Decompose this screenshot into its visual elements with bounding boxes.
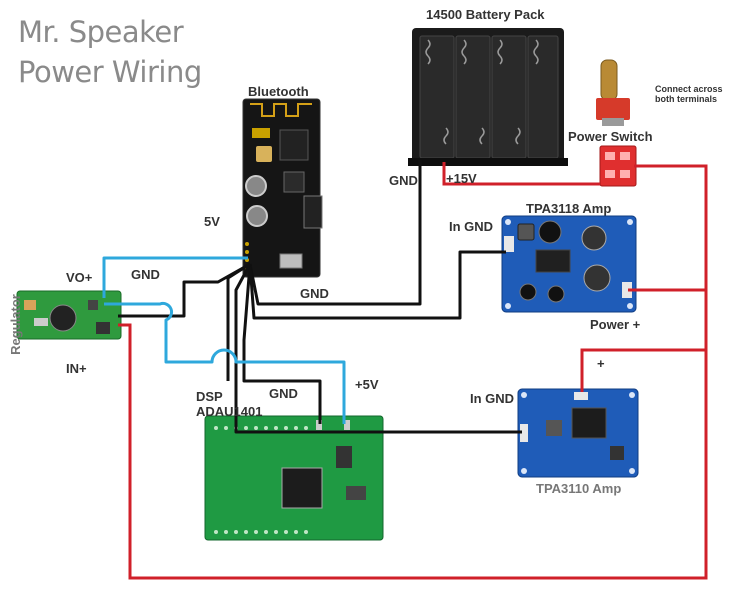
battery-pack-label: 14500 Battery Pack [426, 7, 545, 22]
regulator-label: Regulator [7, 294, 23, 355]
diagram-title-line2: Power Wiring [18, 55, 202, 89]
dsp-label-line2: ADAU1401 [196, 404, 263, 419]
regulator-in-plus-label: IN+ [66, 361, 87, 376]
bluetooth-gnd-label: GND [300, 286, 329, 301]
tpa3110-label: TPA3110 Amp [536, 481, 622, 496]
tpa3118-power-plus-label: Power + [590, 317, 641, 332]
tpa3110-board [517, 388, 639, 478]
dsp-5v-label: +5V [355, 377, 379, 392]
tpa3110-in-gnd-label: In GND [470, 391, 515, 406]
bluetooth-module [242, 98, 323, 278]
positive-wires [118, 162, 708, 580]
tpa3118-in-gnd-label: In GND [449, 219, 494, 234]
regulator-vo-plus-label: VO+ [66, 270, 93, 285]
dsp-label-line1: DSP [196, 389, 223, 404]
bluetooth-label: Bluetooth [248, 84, 309, 99]
switch-note: Connect across both terminals [655, 84, 723, 105]
dsp-board [204, 415, 384, 541]
battery-positive-label: +15V [446, 171, 477, 186]
power-switch [596, 59, 637, 187]
tpa3118-label: TPA3118 Amp [526, 201, 612, 216]
diagram-title-line1: Mr. Speaker [18, 15, 184, 49]
five-volt-wires [102, 256, 346, 424]
battery-gnd-label: GND [389, 173, 418, 188]
regulator-board [16, 290, 122, 340]
tpa3118-board [501, 215, 637, 313]
battery-pack [408, 28, 568, 166]
regulator-gnd-label: GND [131, 267, 160, 282]
tpa3110-plus-label: + [597, 356, 605, 371]
dsp-gnd-label: GND [269, 386, 298, 401]
power-switch-label: Power Switch [568, 129, 653, 144]
bluetooth-5v-label: 5V [204, 214, 220, 229]
